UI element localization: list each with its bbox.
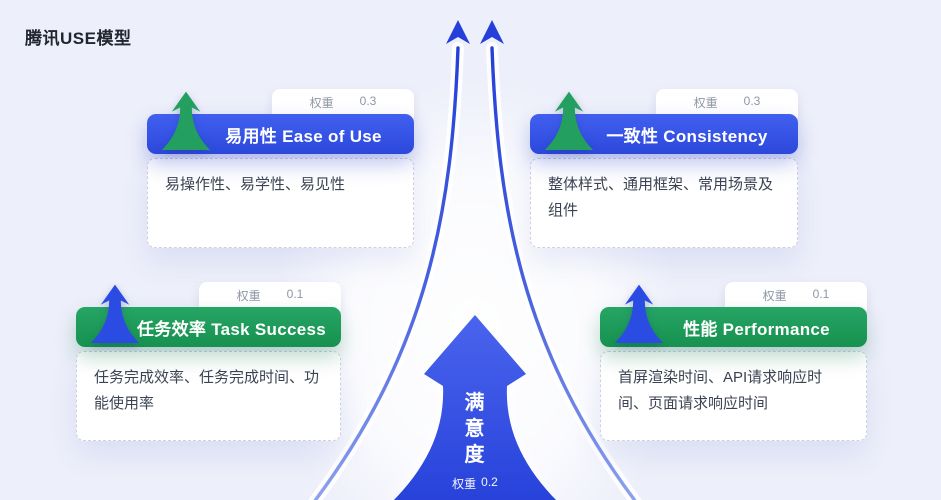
card-header: 一致性 Consistency	[530, 91, 798, 154]
right-curve-line	[490, 46, 637, 500]
weight-value: 0.2	[481, 475, 498, 489]
weight-label: 权重	[309, 96, 334, 110]
card-task-success: 权重 0.1 任务效率 Task Success 任务完成效率、任务完成时间、功…	[76, 282, 341, 441]
growth-up-arrow-icon	[614, 284, 664, 343]
weight-value: 0.1	[812, 287, 830, 301]
satisfaction-label: 满 意 度 权重 0.2	[443, 390, 507, 492]
card-header: 易用性 Ease of Use	[147, 91, 414, 154]
growth-up-arrow-icon	[90, 284, 140, 343]
weight-label: 权重	[452, 477, 477, 491]
satisfaction-char: 意	[464, 418, 486, 440]
card-title: 性能 Performance	[683, 319, 830, 339]
card-title: 一致性 Consistency	[606, 126, 768, 146]
satisfaction-weight: 权重 0.2	[443, 475, 507, 492]
growth-up-arrow-icon	[161, 91, 211, 150]
card-description-text: 任务完成效率、任务完成时间、功能使用率	[94, 369, 320, 413]
left-curve-arrowhead	[446, 20, 470, 44]
card-description: 首屏渲染时间、API请求响应时间、页面请求响应时间	[600, 351, 867, 441]
satisfaction-char: 度	[464, 444, 486, 466]
card-ease-of-use: 权重 0.3 易用性 Ease of Use 易操作性、易学性、易见性	[147, 89, 414, 248]
weight-value: 0.3	[359, 94, 377, 108]
satisfaction-arrow	[393, 315, 557, 500]
card-description-text: 整体样式、通用框架、常用场景及组件	[548, 176, 774, 220]
card-header: 性能 Performance	[600, 284, 867, 347]
growth-up-arrow-icon	[544, 91, 594, 150]
card-title: 易用性 Ease of Use	[225, 126, 382, 146]
weight-value: 0.3	[743, 94, 761, 108]
card-description: 任务完成效率、任务完成时间、功能使用率	[76, 351, 341, 441]
card-title: 任务效率 Task Success	[136, 319, 327, 339]
weight-value: 0.1	[286, 287, 304, 301]
card-header: 任务效率 Task Success	[76, 284, 341, 347]
card-performance: 权重 0.1 性能 Performance 首屏渲染时间、API请求响应时间、页…	[600, 282, 867, 441]
card-description-text: 首屏渲染时间、API请求响应时间、页面请求响应时间	[618, 369, 823, 413]
weight-label: 权重	[693, 96, 718, 110]
weight-label: 权重	[236, 289, 261, 303]
card-consistency: 权重 0.3 一致性 Consistency 整体样式、通用框架、常用场景及组件	[530, 89, 798, 248]
card-description: 易操作性、易学性、易见性	[147, 158, 414, 248]
right-curve-arrowhead	[480, 20, 504, 44]
left-curve-line	[313, 46, 460, 500]
card-description-text: 易操作性、易学性、易见性	[165, 176, 346, 193]
satisfaction-char: 满	[464, 392, 486, 414]
card-description: 整体样式、通用框架、常用场景及组件	[530, 158, 798, 248]
page-title: 腾讯USE模型	[25, 29, 132, 48]
weight-label: 权重	[762, 289, 787, 303]
